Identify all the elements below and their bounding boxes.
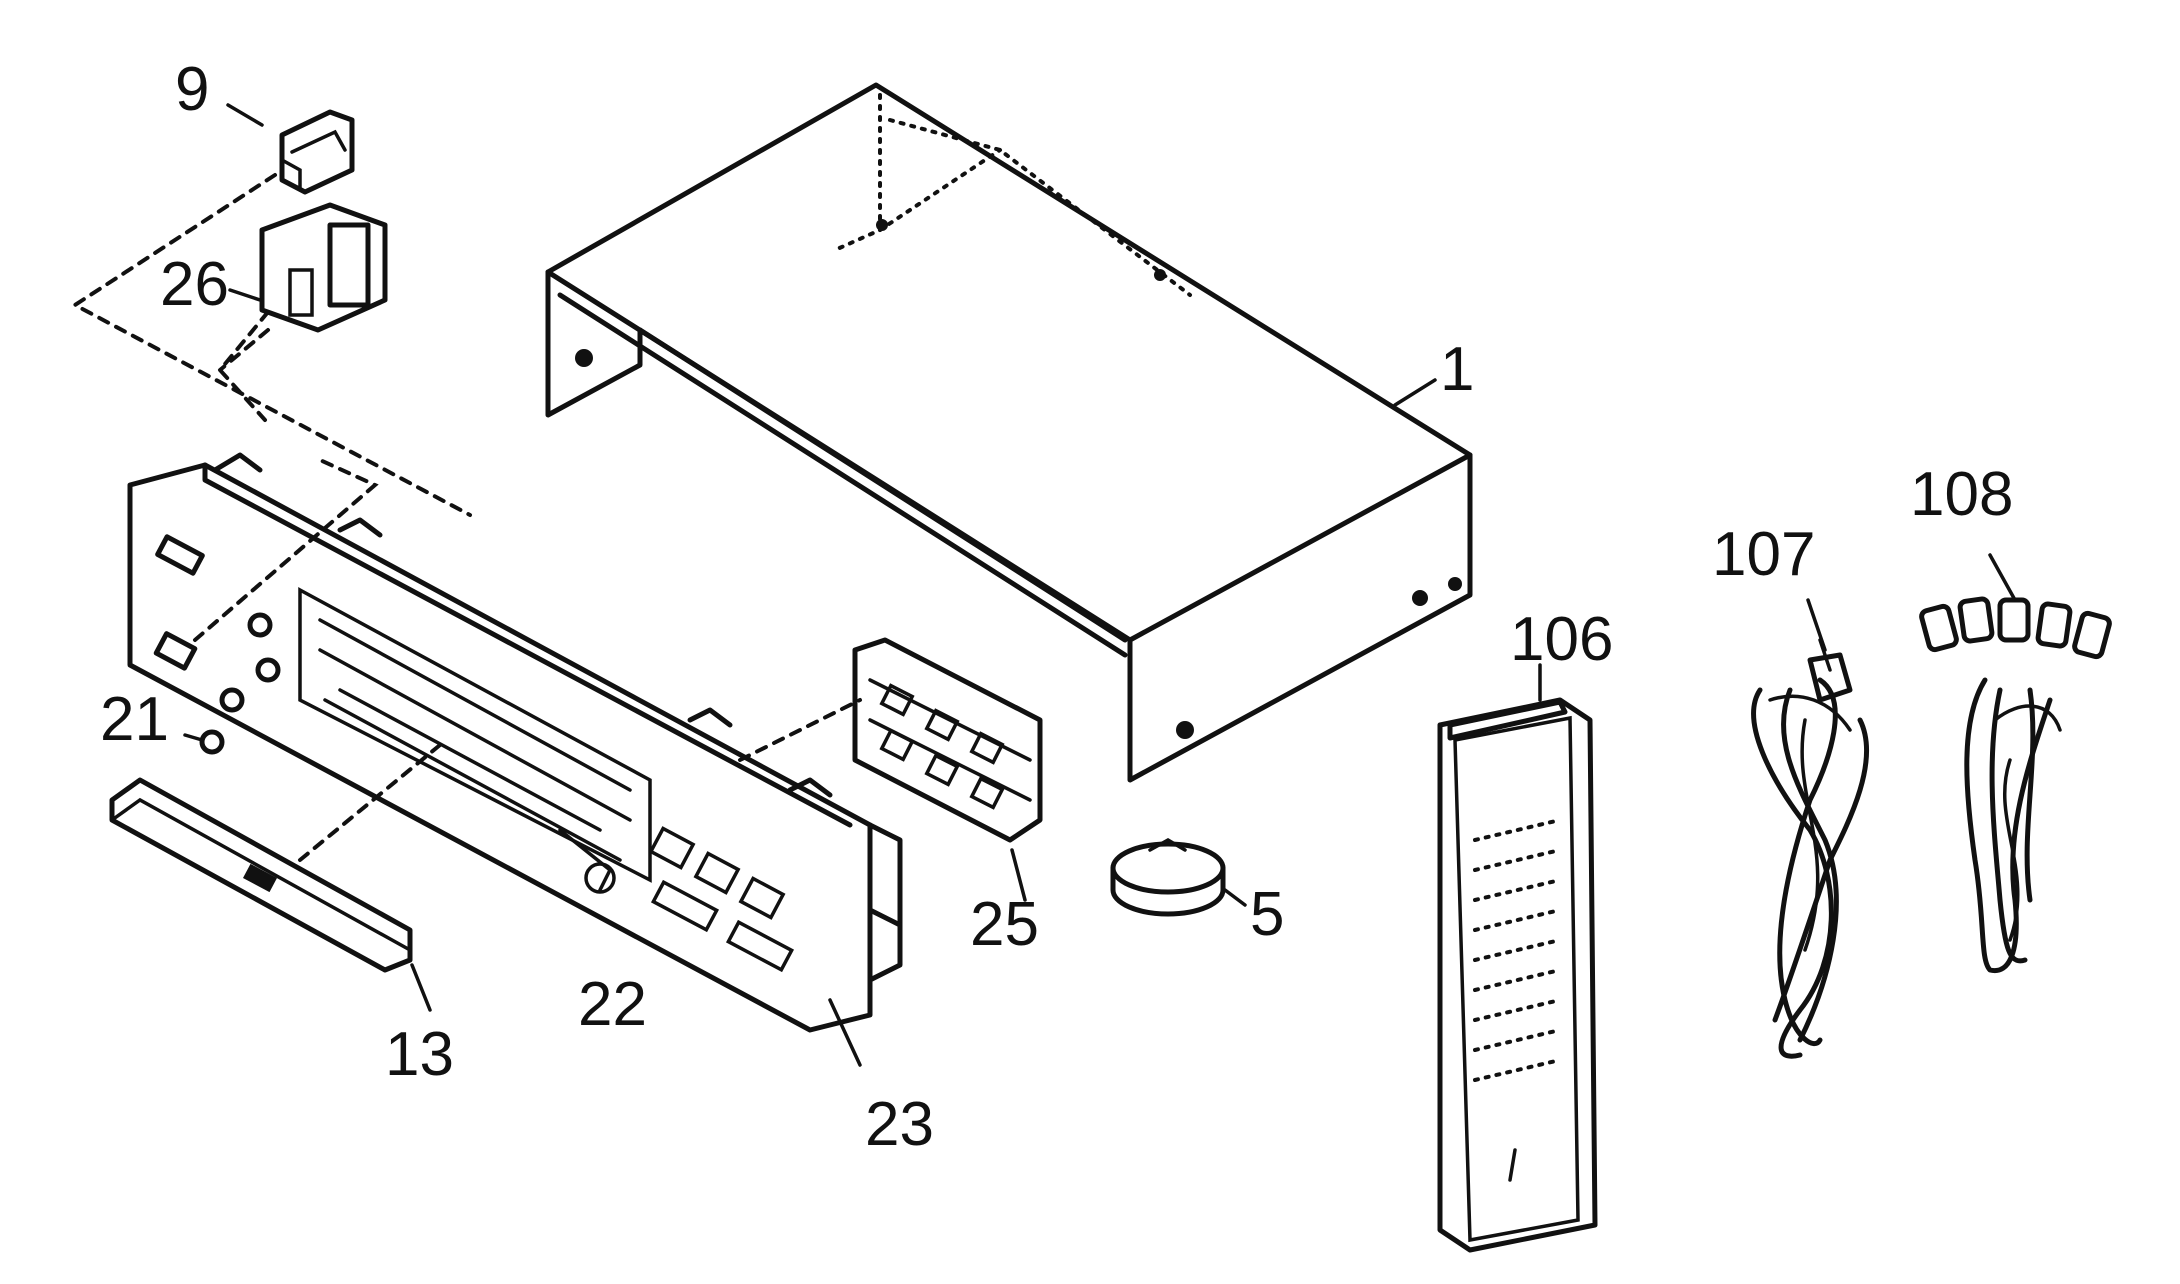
callout-1: 1 xyxy=(1440,335,1474,404)
callout-107: 107 xyxy=(1712,520,1815,589)
screw-hole-icon xyxy=(575,349,593,367)
leader-lines xyxy=(226,103,2017,1067)
part-5-foot xyxy=(1110,837,1226,917)
part-22-display xyxy=(558,828,616,894)
part-106-remote-control xyxy=(1437,697,1598,1253)
part-13-strip xyxy=(109,777,413,973)
part-107-cable xyxy=(1751,638,1870,1059)
callout-26: 26 xyxy=(160,250,229,319)
callout-9: 9 xyxy=(175,55,209,124)
part-26-bracket xyxy=(259,202,388,333)
rca-plugs xyxy=(1919,596,2112,660)
callout-labels: 9 26 1 21 13 22 23 25 5 106 107 108 xyxy=(100,55,2013,1159)
callout-25: 25 xyxy=(970,890,1039,959)
callout-13: 13 xyxy=(385,1020,454,1089)
callout-5: 5 xyxy=(1250,880,1284,949)
part-108-audio-cables xyxy=(1919,596,2112,974)
screw-hole-icon xyxy=(1412,590,1428,606)
callout-22: 22 xyxy=(578,970,647,1039)
part-1-top-cover xyxy=(545,82,1473,783)
screw-hole-icon xyxy=(1176,721,1194,739)
callout-106: 106 xyxy=(1510,605,1613,674)
part-21-knob xyxy=(183,729,225,755)
callout-108: 108 xyxy=(1910,460,2013,529)
part-25-rear-bracket xyxy=(852,637,1043,843)
screw-hole-icon xyxy=(1448,577,1462,591)
part-23-front-panel xyxy=(127,452,903,1033)
remote-buttons xyxy=(1473,818,1562,1082)
callout-23: 23 xyxy=(865,1090,934,1159)
callout-21: 21 xyxy=(100,685,169,754)
part-9-switch xyxy=(279,109,355,195)
